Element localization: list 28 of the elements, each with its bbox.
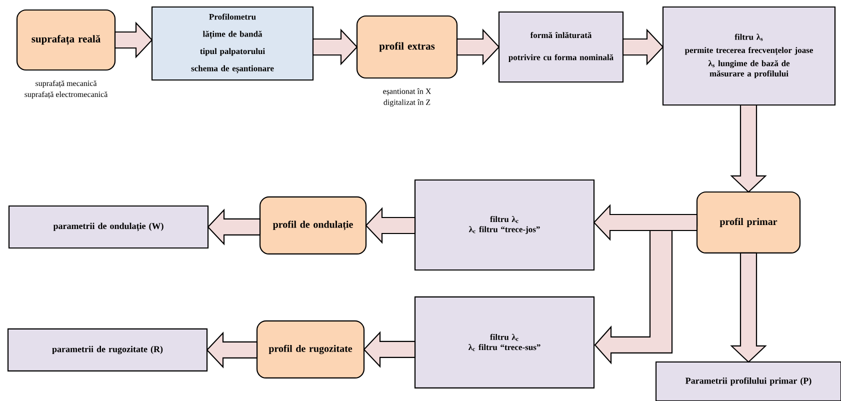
process-box: filtru λ$_{s}$ permite trecerea frecvențelor joase λ$_{s}$ lungime de bază de măsurare a profilului [662,6,836,106]
process-box: parametrii de rugozitate (R) [7,328,208,372]
block-arrow [456,28,500,66]
process-box: Profilometru lățime de bandă tipul palpatorului schema de eșantionare [151,6,314,81]
process-box: Parametrii profilului primar (P) [655,361,841,401]
block-arrow [206,332,258,368]
caption-text: suprafață mecanică [36,80,97,88]
block-arrow [312,28,358,66]
process-box: filtru λ$_{c}$ λ$_{c}$ filtru “trece-jos” [414,179,595,271]
block-arrow [730,104,767,193]
block-arrow [622,28,664,66]
process-box: filtru λ$_{c}$ λ$_{c}$ filtru “trece-sus” [414,296,595,389]
block-arrow [365,207,416,244]
rounded-box: profil de rugozitate [256,320,365,379]
caption-text: eșantionat în X [383,88,432,96]
rounded-box: suprafața reală [16,9,116,71]
block-arrow [114,22,153,58]
block-arrow [207,208,261,246]
rounded-box: profil extras [356,15,458,79]
rounded-box: profil de ondulație [259,196,367,255]
rounded-box: profil primar [696,191,801,254]
block-arrow [363,331,416,368]
process-box: formă înlăturată potrivire cu forma nominală [498,11,624,83]
process-box: parametrii de ondulație (W) [8,205,209,249]
block-arrow [593,204,698,241]
block-arrow [730,252,767,363]
caption-text: suprafață electromecanică [24,91,108,99]
caption-text: digitalizat în Z [384,99,430,107]
